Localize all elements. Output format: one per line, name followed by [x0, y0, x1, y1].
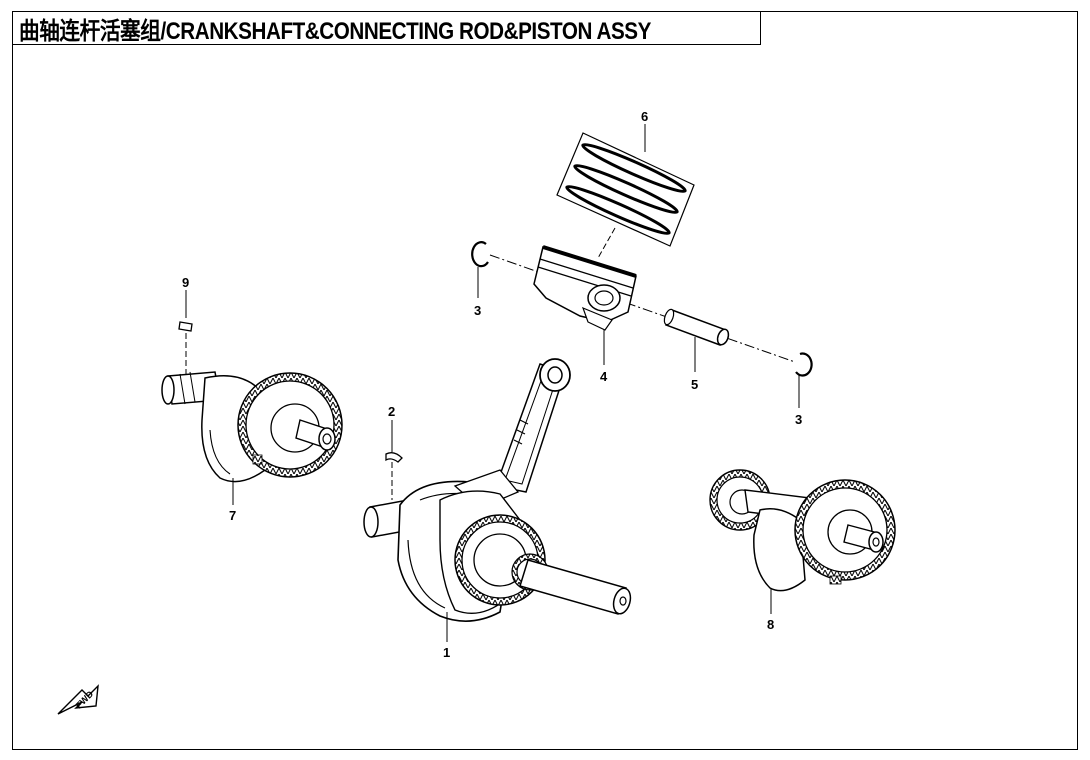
woodruff-key-part-2 [385, 452, 403, 463]
title-box: 曲轴连杆活塞组/CRANKSHAFT&CONNECTING ROD&PISTON… [12, 11, 761, 45]
balance-shaft-part-7 [161, 371, 343, 483]
connecting-rod [494, 358, 571, 493]
callout-9: 9 [182, 275, 189, 290]
callout-5: 5 [691, 377, 698, 392]
callout-8: 8 [767, 617, 774, 632]
callout-2: 2 [388, 404, 395, 419]
piston-pin-part-5 [663, 308, 730, 346]
snap-ring-left-part-3 [471, 241, 489, 268]
callout-3-right: 3 [795, 412, 802, 427]
piston-part-4 [533, 245, 637, 331]
crankshaft-part-1 [363, 469, 632, 622]
callout-1: 1 [443, 645, 450, 660]
piston-rings-part-6 [556, 132, 695, 247]
balance-shaft-part-8 [709, 469, 896, 592]
callout-7: 7 [229, 508, 236, 523]
centerline-piston [597, 227, 616, 259]
fwd-arrow-icon: FWD [57, 684, 99, 715]
page-title: 曲轴连杆活塞组/CRANKSHAFT&CONNECTING ROD&PISTON… [19, 17, 651, 45]
dowel-pin-part-9 [178, 321, 193, 332]
callout-4: 4 [600, 369, 608, 384]
snap-ring-right-part-3 [795, 352, 813, 377]
centerline-pin [489, 254, 796, 363]
callout-3-left: 3 [474, 303, 481, 318]
callout-6: 6 [641, 109, 648, 124]
